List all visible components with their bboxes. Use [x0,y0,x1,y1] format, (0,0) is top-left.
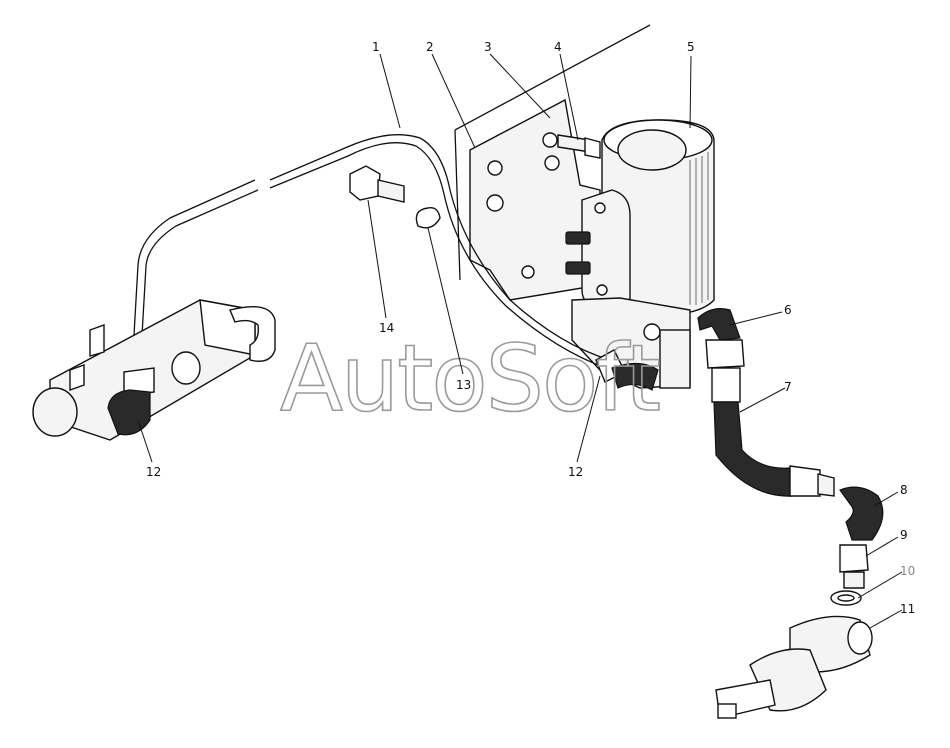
bolt-part-4 [557,134,601,159]
callout-5: 5 [687,40,695,54]
cylinder-part-11 [715,615,873,719]
leader-lines [137,53,903,629]
callout-2: 2 [426,40,434,54]
washer-part-10 [830,590,862,606]
callout-6: 6 [784,303,792,317]
elbow-fitting-6 [697,308,745,369]
distribution-block [32,299,276,441]
watermark-text: AutoSoft [280,325,659,432]
hose-part-7 [711,367,835,497]
callout-13: 13 [456,378,471,392]
lock-washer-part-13 [415,207,441,229]
callout-1: 1 [372,40,380,54]
elbow-fitting-right [595,349,659,391]
mounting-bracket [454,24,651,301]
callout-11: 11 [900,602,915,616]
callout-10: 10 [900,564,915,578]
callout-12-left: 12 [146,465,161,479]
callout-3: 3 [484,40,492,54]
callout-8: 8 [900,483,908,497]
callout-9: 9 [900,528,908,542]
fitting-part-9 [839,544,869,589]
tube-part-1 [131,134,611,371]
bolt-part-14 [349,165,405,203]
filter-housing [565,119,715,389]
callout-7: 7 [784,380,792,394]
callout-labels: 1 2 3 4 5 6 7 8 9 10 11 12 12 13 14 [146,40,915,616]
callout-14: 14 [379,321,394,335]
callout-12-right: 12 [568,465,583,479]
elbow-fitting-8 [839,486,884,541]
callout-4: 4 [554,40,562,54]
